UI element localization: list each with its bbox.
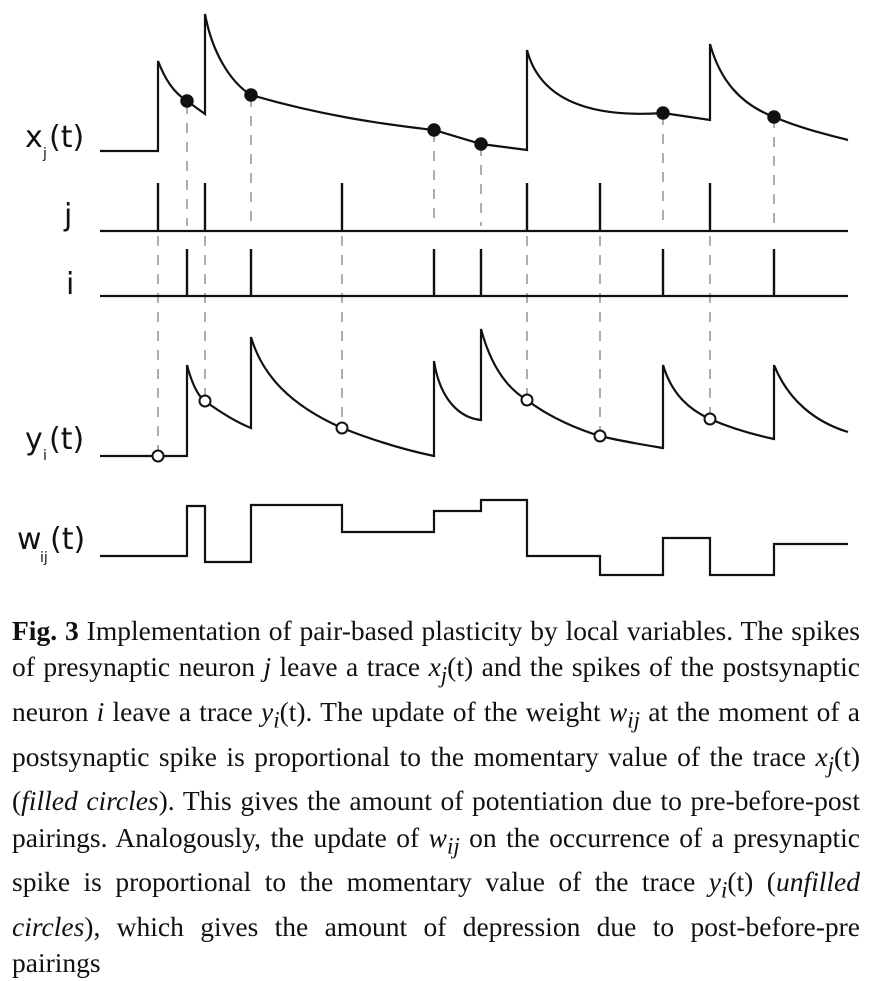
caption-var-sub: i	[273, 707, 280, 733]
postsynaptic-trace-curve	[100, 328, 849, 458]
caption-var-sub: i	[720, 877, 728, 903]
label-y-trace: y i (t)	[25, 422, 84, 464]
caption-text: . The update of the weight	[305, 695, 609, 727]
label-y-arg: (t)	[49, 422, 84, 457]
label-x-sub: j	[42, 146, 47, 162]
caption-figure-label: Fig. 3	[12, 615, 79, 646]
label-x-main: x	[25, 120, 43, 155]
label-w-main: w	[17, 522, 42, 557]
postsynaptic-spike-train	[100, 249, 848, 298]
unfilled-circle	[520, 393, 534, 407]
caption-text: (	[753, 866, 776, 898]
label-y-sub: i	[43, 448, 47, 464]
label-x-arg: (t)	[49, 120, 84, 155]
label-weight: w ij (t)	[17, 522, 85, 566]
caption-text: ). This gives the amount of potentiation…	[12, 785, 860, 853]
caption-var: y	[708, 866, 721, 898]
caption-text: Implementation of pair-based plasticity …	[12, 615, 860, 683]
unfilled-circle	[151, 449, 165, 463]
caption-var: x	[815, 740, 828, 772]
unfilled-circle	[593, 429, 607, 443]
label-y-main: y	[25, 422, 43, 457]
filled-circle-markers	[180, 88, 781, 151]
unfilled-circle	[703, 412, 717, 426]
caption-text: at the moment of a postsynaptic spike is…	[12, 695, 860, 772]
caption-var-sub: j	[827, 752, 835, 778]
label-w-arg: (t)	[50, 522, 85, 557]
label-x-trace: x j (t)	[25, 120, 84, 162]
unfilled-circle-markers	[151, 393, 717, 463]
caption-emphasis: filled circles	[21, 785, 159, 817]
unfilled-circle	[198, 394, 212, 408]
caption-var: (t)	[279, 695, 306, 727]
filled-circle	[180, 94, 194, 108]
caption-var-sub: j	[440, 662, 448, 688]
label-post-train: i	[66, 267, 74, 302]
caption-var: w	[428, 821, 447, 853]
filled-circle	[244, 88, 258, 102]
caption-emphasis: unfilled circles	[12, 866, 860, 942]
weight-step-curve	[100, 498, 848, 577]
filled-circle	[767, 110, 781, 124]
caption-var: (t)	[834, 740, 860, 772]
caption-var-sub: ij	[447, 833, 460, 859]
caption-var: (t)	[727, 866, 754, 898]
plasticity-figure: x j (t) j i y i (t) w ij (t)	[17, 13, 849, 577]
caption-var: i	[96, 695, 105, 727]
caption-text: (	[12, 785, 22, 817]
filled-circle	[427, 123, 441, 137]
unfilled-circle	[335, 421, 349, 435]
filled-circle	[656, 106, 670, 120]
caption-text: leave a trace	[104, 695, 261, 727]
caption-var: j	[263, 651, 272, 683]
caption-text: leave a trace	[271, 651, 429, 683]
figure-caption: Fig. 3 Implementation of pair-based plas…	[12, 613, 860, 981]
filled-circle	[474, 137, 488, 151]
caption-text: and the spikes of the postsynaptic neuro…	[12, 651, 860, 727]
caption-var: y	[260, 695, 274, 727]
caption-text: on the occurrence of a presynaptic spike…	[12, 821, 860, 898]
caption-var: (t)	[447, 651, 474, 683]
presynaptic-trace-curve	[100, 13, 849, 153]
presynaptic-spike-train	[100, 183, 848, 233]
caption-text: ), which gives the amount of depression …	[12, 910, 860, 979]
label-pre-train: j	[63, 198, 72, 233]
caption-var: x	[428, 651, 441, 683]
guide-lines	[157, 97, 775, 450]
caption-var-sub: ij	[627, 707, 640, 733]
caption-var: w	[608, 695, 628, 727]
label-w-sub: ij	[40, 550, 48, 566]
